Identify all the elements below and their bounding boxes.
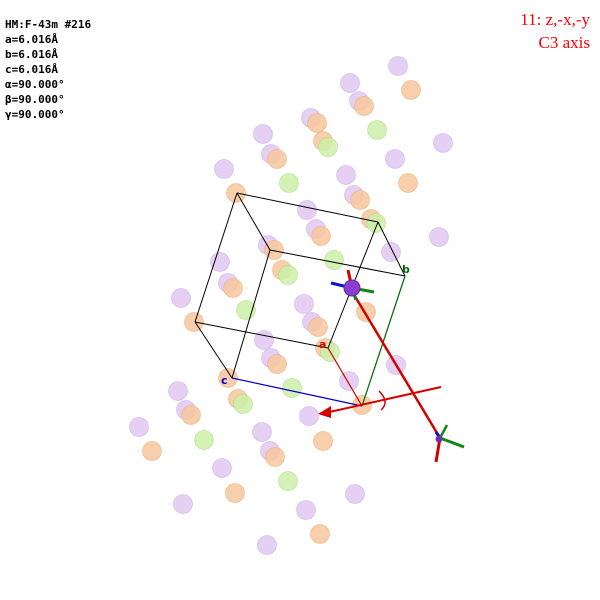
highlight-atom[interactable] xyxy=(343,279,361,297)
cell-edge xyxy=(194,321,329,349)
cell-a-value: a=6.016Å xyxy=(5,33,58,46)
axis-b-label: b xyxy=(402,263,410,276)
atom-lilac[interactable] xyxy=(257,535,277,555)
cell-edge xyxy=(236,192,379,223)
cell-beta-value: β=90.000° xyxy=(5,93,65,106)
axis-gizmo-top xyxy=(330,269,375,301)
atom-peach[interactable] xyxy=(181,405,201,425)
atom-green[interactable] xyxy=(366,213,386,233)
atom-lilac[interactable] xyxy=(297,200,317,220)
c3-rotation-arrowhead xyxy=(318,406,331,418)
atom-lilac[interactable] xyxy=(173,494,193,514)
cell-b-value: b=6.016Å xyxy=(5,48,58,61)
atom-lilac[interactable] xyxy=(336,165,356,185)
atom-lilac[interactable] xyxy=(254,330,274,350)
c3-axis-line xyxy=(348,287,442,439)
cell-edge xyxy=(194,192,238,323)
atom-lilac[interactable] xyxy=(168,381,188,401)
axis-a-line xyxy=(327,347,363,407)
c3-rotation-arc xyxy=(378,390,386,411)
atom-peach[interactable] xyxy=(308,317,328,337)
atom-lilac[interactable] xyxy=(299,406,319,426)
atom-peach[interactable] xyxy=(267,149,287,169)
cell-c-value: c=6.016Å xyxy=(5,63,58,76)
atom-lilac[interactable] xyxy=(210,252,230,272)
space-group-label: HM:F-43m #216 xyxy=(5,18,92,31)
atom-lilac[interactable] xyxy=(339,371,359,391)
axis-c-line xyxy=(231,377,363,407)
cell-edge xyxy=(377,221,406,277)
atom-lilac[interactable] xyxy=(252,422,272,442)
atom-lilac[interactable] xyxy=(388,56,408,76)
atom-peach[interactable] xyxy=(226,183,246,203)
axis-label-group: a b c xyxy=(221,263,410,387)
cell-alpha-value: α=90.000° xyxy=(5,78,65,91)
atom-lilac[interactable] xyxy=(253,124,273,144)
axis-c-label: c xyxy=(221,374,228,387)
atom-peach[interactable] xyxy=(184,312,204,332)
atom-lilac[interactable] xyxy=(429,227,449,247)
atom-peach[interactable] xyxy=(142,441,162,461)
atom-peach[interactable] xyxy=(225,483,245,503)
atom-lilac[interactable] xyxy=(345,484,365,504)
gizmo-bottom-green-b xyxy=(438,424,449,439)
c3-axis-marker xyxy=(318,269,465,463)
axis-b-line xyxy=(361,275,406,407)
atom-peach[interactable] xyxy=(310,524,330,544)
atom-green[interactable] xyxy=(282,378,302,398)
atom-lilac[interactable] xyxy=(129,417,149,437)
cell-parameters-panel: HM:F-43m #216 a=6.016Å b=6.016Å c=6.016Å… xyxy=(5,17,91,122)
atom-green[interactable] xyxy=(278,265,298,285)
axis-gizmo-bottom xyxy=(434,424,465,463)
unit-cell-edges xyxy=(194,192,406,379)
cell-edge xyxy=(236,192,271,251)
gizmo-bottom-atom xyxy=(435,435,443,443)
atom-peach[interactable] xyxy=(267,354,287,374)
cell-edge xyxy=(194,321,233,379)
atom-peach[interactable] xyxy=(311,226,331,246)
atom-peach[interactable] xyxy=(354,96,374,116)
atom-lilac[interactable] xyxy=(296,500,316,520)
atom-lilac[interactable] xyxy=(385,149,405,169)
cell-gamma-value: γ=90.000° xyxy=(5,108,65,121)
atom-peach[interactable] xyxy=(350,190,370,210)
atom-peach[interactable] xyxy=(265,447,285,467)
atom-layer xyxy=(129,56,453,555)
c3-rotation-arrow-line xyxy=(324,386,442,414)
atom-green[interactable] xyxy=(278,471,298,491)
atom-peach[interactable] xyxy=(218,368,238,388)
symmetry-element-text: C3 axis xyxy=(538,33,590,52)
atom-green[interactable] xyxy=(367,120,387,140)
atom-lilac[interactable] xyxy=(171,288,191,308)
symmetry-operation-panel: 11: z,-x,-y C3 axis xyxy=(520,8,590,54)
atom-green[interactable] xyxy=(279,173,299,193)
gizmo-bottom-green xyxy=(439,436,465,449)
atom-peach[interactable] xyxy=(264,240,284,260)
atom-peach[interactable] xyxy=(223,278,243,298)
atom-peach[interactable] xyxy=(401,80,421,100)
atom-lilac[interactable] xyxy=(340,73,360,93)
axis-a-label: a xyxy=(319,338,326,351)
symmetry-operation-text: 11: z,-x,-y xyxy=(520,10,590,29)
atom-lilac[interactable] xyxy=(212,458,232,478)
atom-green[interactable] xyxy=(233,394,253,414)
atom-peach[interactable] xyxy=(313,431,333,451)
atom-green[interactable] xyxy=(324,250,344,270)
atom-green[interactable] xyxy=(194,430,214,450)
atom-lilac[interactable] xyxy=(214,159,234,179)
cell-axes xyxy=(231,275,406,407)
atom-peach[interactable] xyxy=(307,113,327,133)
atom-peach[interactable] xyxy=(398,173,418,193)
cell-edge xyxy=(231,249,271,379)
atom-lilac[interactable] xyxy=(294,294,314,314)
cell-edge xyxy=(269,249,406,277)
atom-lilac[interactable] xyxy=(433,133,453,153)
atom-green[interactable] xyxy=(318,137,338,157)
atom-lilac[interactable] xyxy=(381,242,401,262)
